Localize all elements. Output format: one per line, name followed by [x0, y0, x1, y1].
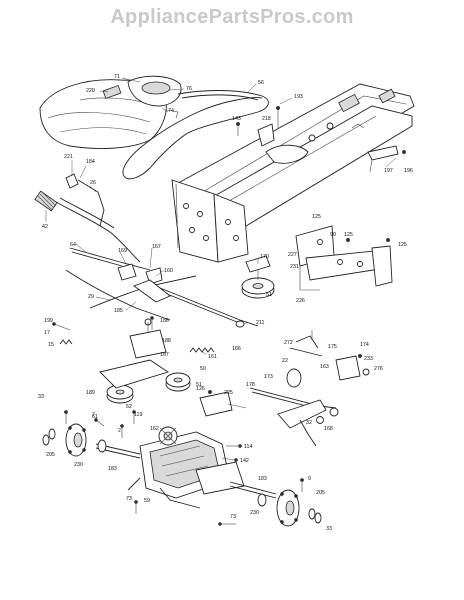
- callout-227: 227: [288, 252, 297, 258]
- callout-56: 56: [258, 80, 264, 86]
- callout-42: 42: [42, 224, 48, 230]
- rear-bracket: [367, 145, 406, 173]
- callout-187: 187: [160, 352, 169, 358]
- callout-160: 160: [164, 268, 173, 274]
- callout-33-right: 33: [326, 526, 332, 532]
- drive-belt: [122, 90, 269, 180]
- callout-193: 193: [294, 94, 303, 100]
- callout-29: 29: [88, 294, 94, 300]
- callout-168: 168: [324, 426, 333, 432]
- watermark: AppliancePartsPros.com: [110, 6, 354, 28]
- main-frame: [179, 83, 415, 227]
- callout-119: 119: [134, 412, 142, 418]
- callout-51-mid: 51: [196, 382, 202, 388]
- part-callouts: 71 220 76 74 56 193 143 218 221 184 26 4…: [38, 74, 413, 532]
- callout-225: 225: [224, 390, 233, 396]
- callout-188: 188: [162, 338, 171, 344]
- engine-cover: [39, 75, 182, 149]
- callout-2: 2: [118, 428, 121, 434]
- callout-211: 211: [256, 320, 264, 326]
- callout-126: 126: [196, 386, 205, 392]
- callout-59: 59: [144, 498, 150, 504]
- callout-50: 50: [200, 366, 206, 372]
- callout-170: 170: [260, 254, 269, 260]
- callout-175: 175: [328, 344, 337, 350]
- callout-272: 272: [284, 340, 293, 346]
- transaxle: [95, 426, 277, 509]
- callout-230-right: 230: [250, 510, 259, 516]
- callout-51-top: 51: [266, 292, 272, 298]
- callout-185: 185: [114, 308, 123, 314]
- callout-125-b: 125: [344, 232, 353, 238]
- callout-90: 90: [330, 232, 336, 238]
- callout-52: 52: [126, 404, 132, 410]
- callout-184: 184: [86, 159, 95, 165]
- callout-32: 32: [306, 420, 312, 426]
- callout-231: 231: [290, 264, 299, 270]
- callout-76: 76: [186, 86, 192, 92]
- callout-196: 196: [404, 168, 413, 174]
- callout-33-left: 33: [38, 394, 44, 400]
- callout-61: 61: [92, 414, 98, 420]
- callout-64: 64: [70, 242, 76, 248]
- callout-15: 15: [48, 342, 54, 348]
- callout-169: 169: [118, 248, 127, 254]
- callout-163: 163: [320, 364, 329, 370]
- callout-73-left: 73: [126, 496, 132, 502]
- callout-199: 199: [44, 318, 53, 324]
- callout-73-right: 73: [230, 514, 236, 520]
- callout-218: 218: [262, 116, 271, 122]
- left-wheel-hub: [42, 410, 107, 457]
- callout-167: 167: [152, 244, 161, 250]
- callout-7: 7: [92, 412, 95, 418]
- right-wheel-hub: [257, 478, 322, 527]
- leader-lines: [45, 77, 397, 409]
- idler-pulleys: [99, 318, 191, 404]
- callout-197: 197: [384, 168, 393, 174]
- callout-178: 178: [246, 382, 255, 388]
- callout-166: 166: [232, 346, 241, 352]
- engine-pulley: [241, 255, 275, 299]
- callout-205-right: 205: [316, 490, 325, 496]
- callout-26: 26: [90, 180, 96, 186]
- callout-233: 233: [364, 356, 373, 362]
- callout-220: 220: [86, 88, 95, 94]
- callout-142: 142: [240, 458, 249, 464]
- callout-74: 74: [168, 108, 174, 114]
- callout-186: 186: [160, 318, 169, 324]
- mount-bracket: [236, 106, 280, 147]
- callout-221: 221: [64, 154, 73, 160]
- shift-assembly: [286, 330, 370, 388]
- callout-276: 276: [374, 366, 383, 372]
- front-panel: [171, 179, 249, 263]
- callout-183-right: 183: [258, 476, 267, 482]
- callout-226: 226: [296, 298, 305, 304]
- hardware-bolts: [52, 316, 242, 526]
- callout-183-left: 183: [108, 466, 117, 472]
- callout-173: 173: [264, 374, 273, 380]
- callout-71: 71: [114, 74, 120, 80]
- callout-125-c: 125: [398, 242, 407, 248]
- callout-143: 143: [232, 116, 241, 122]
- callout-17: 17: [44, 330, 50, 336]
- brake-pedal: [34, 173, 141, 263]
- callout-230-left: 230: [74, 462, 83, 468]
- callout-174: 174: [360, 342, 369, 348]
- callout-114: 114: [244, 444, 252, 450]
- control-linkage: [65, 247, 259, 328]
- callout-125-a: 125: [312, 214, 321, 220]
- callout-9: 9: [308, 476, 311, 482]
- callout-22: 22: [282, 358, 288, 364]
- callout-189: 189: [86, 390, 95, 396]
- shift-rod: [249, 387, 339, 447]
- callout-161: 161: [208, 354, 217, 360]
- callout-205-left: 205: [46, 452, 55, 458]
- lift-bracket: [295, 225, 393, 291]
- hitch-bracket: [199, 390, 233, 417]
- callout-162: 162: [150, 426, 159, 432]
